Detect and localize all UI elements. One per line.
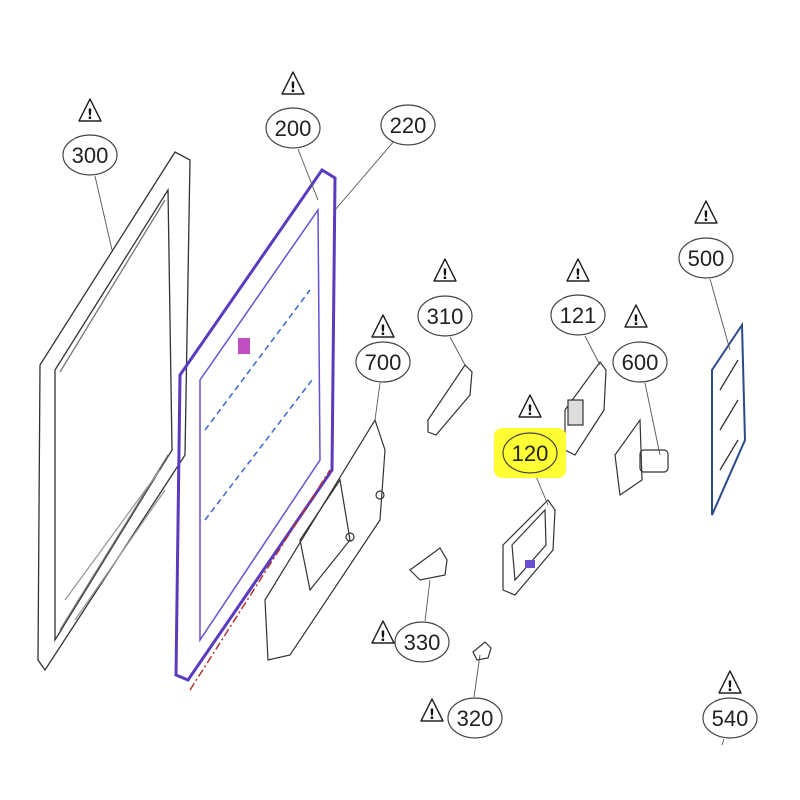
- callout-121[interactable]: 121!: [550, 258, 606, 336]
- warning-symbol: !: [703, 209, 709, 225]
- warning-triangle-icon: !: [371, 314, 395, 339]
- callout-bubble: [394, 621, 450, 663]
- callout-330[interactable]: 330!: [371, 620, 450, 663]
- part-120-speaker[interactable]: [502, 499, 556, 596]
- warning-symbol: !: [527, 403, 533, 419]
- callout-500[interactable]: 500!: [678, 200, 734, 279]
- part-number-label: 500: [688, 246, 725, 271]
- warning-symbol: !: [429, 707, 435, 723]
- callout-bubble: [265, 107, 321, 149]
- warning-triangle-icon: !: [694, 200, 718, 225]
- warning-symbol: !: [633, 313, 639, 329]
- callout-120[interactable]: 120!: [494, 394, 566, 478]
- callout-700[interactable]: 700!: [355, 314, 411, 383]
- warning-symbol: !: [380, 629, 386, 645]
- warning-symbol: !: [380, 323, 386, 339]
- callout-200[interactable]: 200!: [265, 71, 321, 149]
- callout-320[interactable]: 320!: [420, 697, 503, 739]
- callout-bubble: [550, 294, 606, 336]
- part-number-label: 220: [390, 113, 427, 138]
- part-330-clip[interactable]: [409, 547, 448, 581]
- callout-310[interactable]: 310!: [417, 258, 473, 337]
- callout-bubble: [447, 697, 503, 739]
- warning-triangle-icon: !: [78, 98, 102, 123]
- callout-300[interactable]: 300!: [62, 98, 118, 176]
- highlight-marker: [494, 428, 566, 478]
- warning-triangle-icon: !: [281, 71, 305, 96]
- warning-triangle-icon: !: [420, 698, 444, 723]
- callout-bubble: [502, 432, 558, 474]
- callout-bubble: [380, 104, 436, 146]
- callout-bubble: [702, 697, 758, 739]
- warning-symbol: !: [87, 107, 93, 123]
- warning-triangle-icon: !: [566, 258, 590, 283]
- warning-triangle-icon: !: [433, 258, 457, 283]
- warning-triangle-icon: !: [371, 620, 395, 645]
- callout-220[interactable]: 220: [380, 104, 436, 146]
- callout-bubble: [417, 295, 473, 337]
- part-320-clip[interactable]: [472, 641, 492, 661]
- part-600-power-inlet[interactable]: [614, 418, 669, 497]
- part-500-main-board[interactable]: [711, 321, 747, 516]
- warning-triangle-icon: !: [718, 670, 742, 695]
- part-number-label: 540: [712, 706, 749, 731]
- warning-symbol: !: [442, 267, 448, 283]
- warning-triangle-icon: !: [624, 304, 648, 329]
- part-number-label: 120: [512, 441, 549, 466]
- callout-540[interactable]: 540!: [702, 670, 758, 739]
- callout-bubble: [62, 134, 118, 176]
- warning-symbol: !: [575, 267, 581, 283]
- callout-bubble: [678, 237, 734, 279]
- part-number-label: 330: [404, 630, 441, 655]
- warning-triangle-icon: !: [518, 394, 542, 419]
- part-310-bracket[interactable]: [427, 364, 473, 436]
- part-number-label: 300: [72, 143, 109, 168]
- part-121-speaker[interactable]: [564, 360, 607, 456]
- callout-bubble: [355, 341, 411, 383]
- part-number-label: 200: [275, 116, 312, 141]
- part-200-display-panel[interactable]: [174, 167, 337, 691]
- part-number-label: 700: [365, 350, 402, 375]
- callout-600[interactable]: 600!: [612, 304, 668, 383]
- part-number-label: 310: [427, 304, 464, 329]
- callout-bubble: [612, 341, 668, 383]
- warning-symbol: !: [727, 679, 733, 695]
- warning-symbol: !: [290, 80, 296, 96]
- part-number-label: 121: [560, 303, 597, 328]
- part-number-label: 320: [457, 706, 494, 731]
- part-number-label: 600: [622, 350, 659, 375]
- leader-lines: [94, 139, 731, 746]
- part-300-front-frame[interactable]: [37, 151, 191, 672]
